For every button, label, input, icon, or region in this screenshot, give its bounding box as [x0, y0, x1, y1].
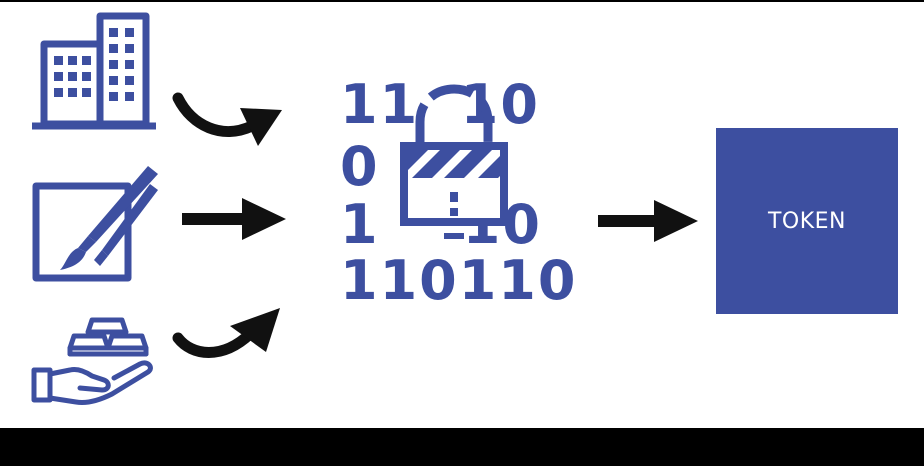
token-box: TOKEN — [716, 128, 898, 314]
padlock-icon — [400, 84, 508, 239]
straight-arrow-icon — [182, 198, 286, 240]
gold-in-hand-icon — [31, 317, 153, 405]
binary-row-4: 110110 — [340, 249, 578, 312]
curved-arrow-down-icon — [172, 308, 280, 358]
binary-row-1: 11 10 — [340, 73, 540, 136]
building-icon — [32, 12, 156, 130]
token-label: TOKEN — [767, 208, 847, 234]
art-canvas-icon — [32, 166, 158, 282]
curved-arrow-up-icon — [172, 92, 282, 146]
diagram-canvas: 11 10 0 1 1 10 110110 TOKEN — [0, 2, 924, 428]
arrow-to-token-icon — [598, 200, 698, 242]
